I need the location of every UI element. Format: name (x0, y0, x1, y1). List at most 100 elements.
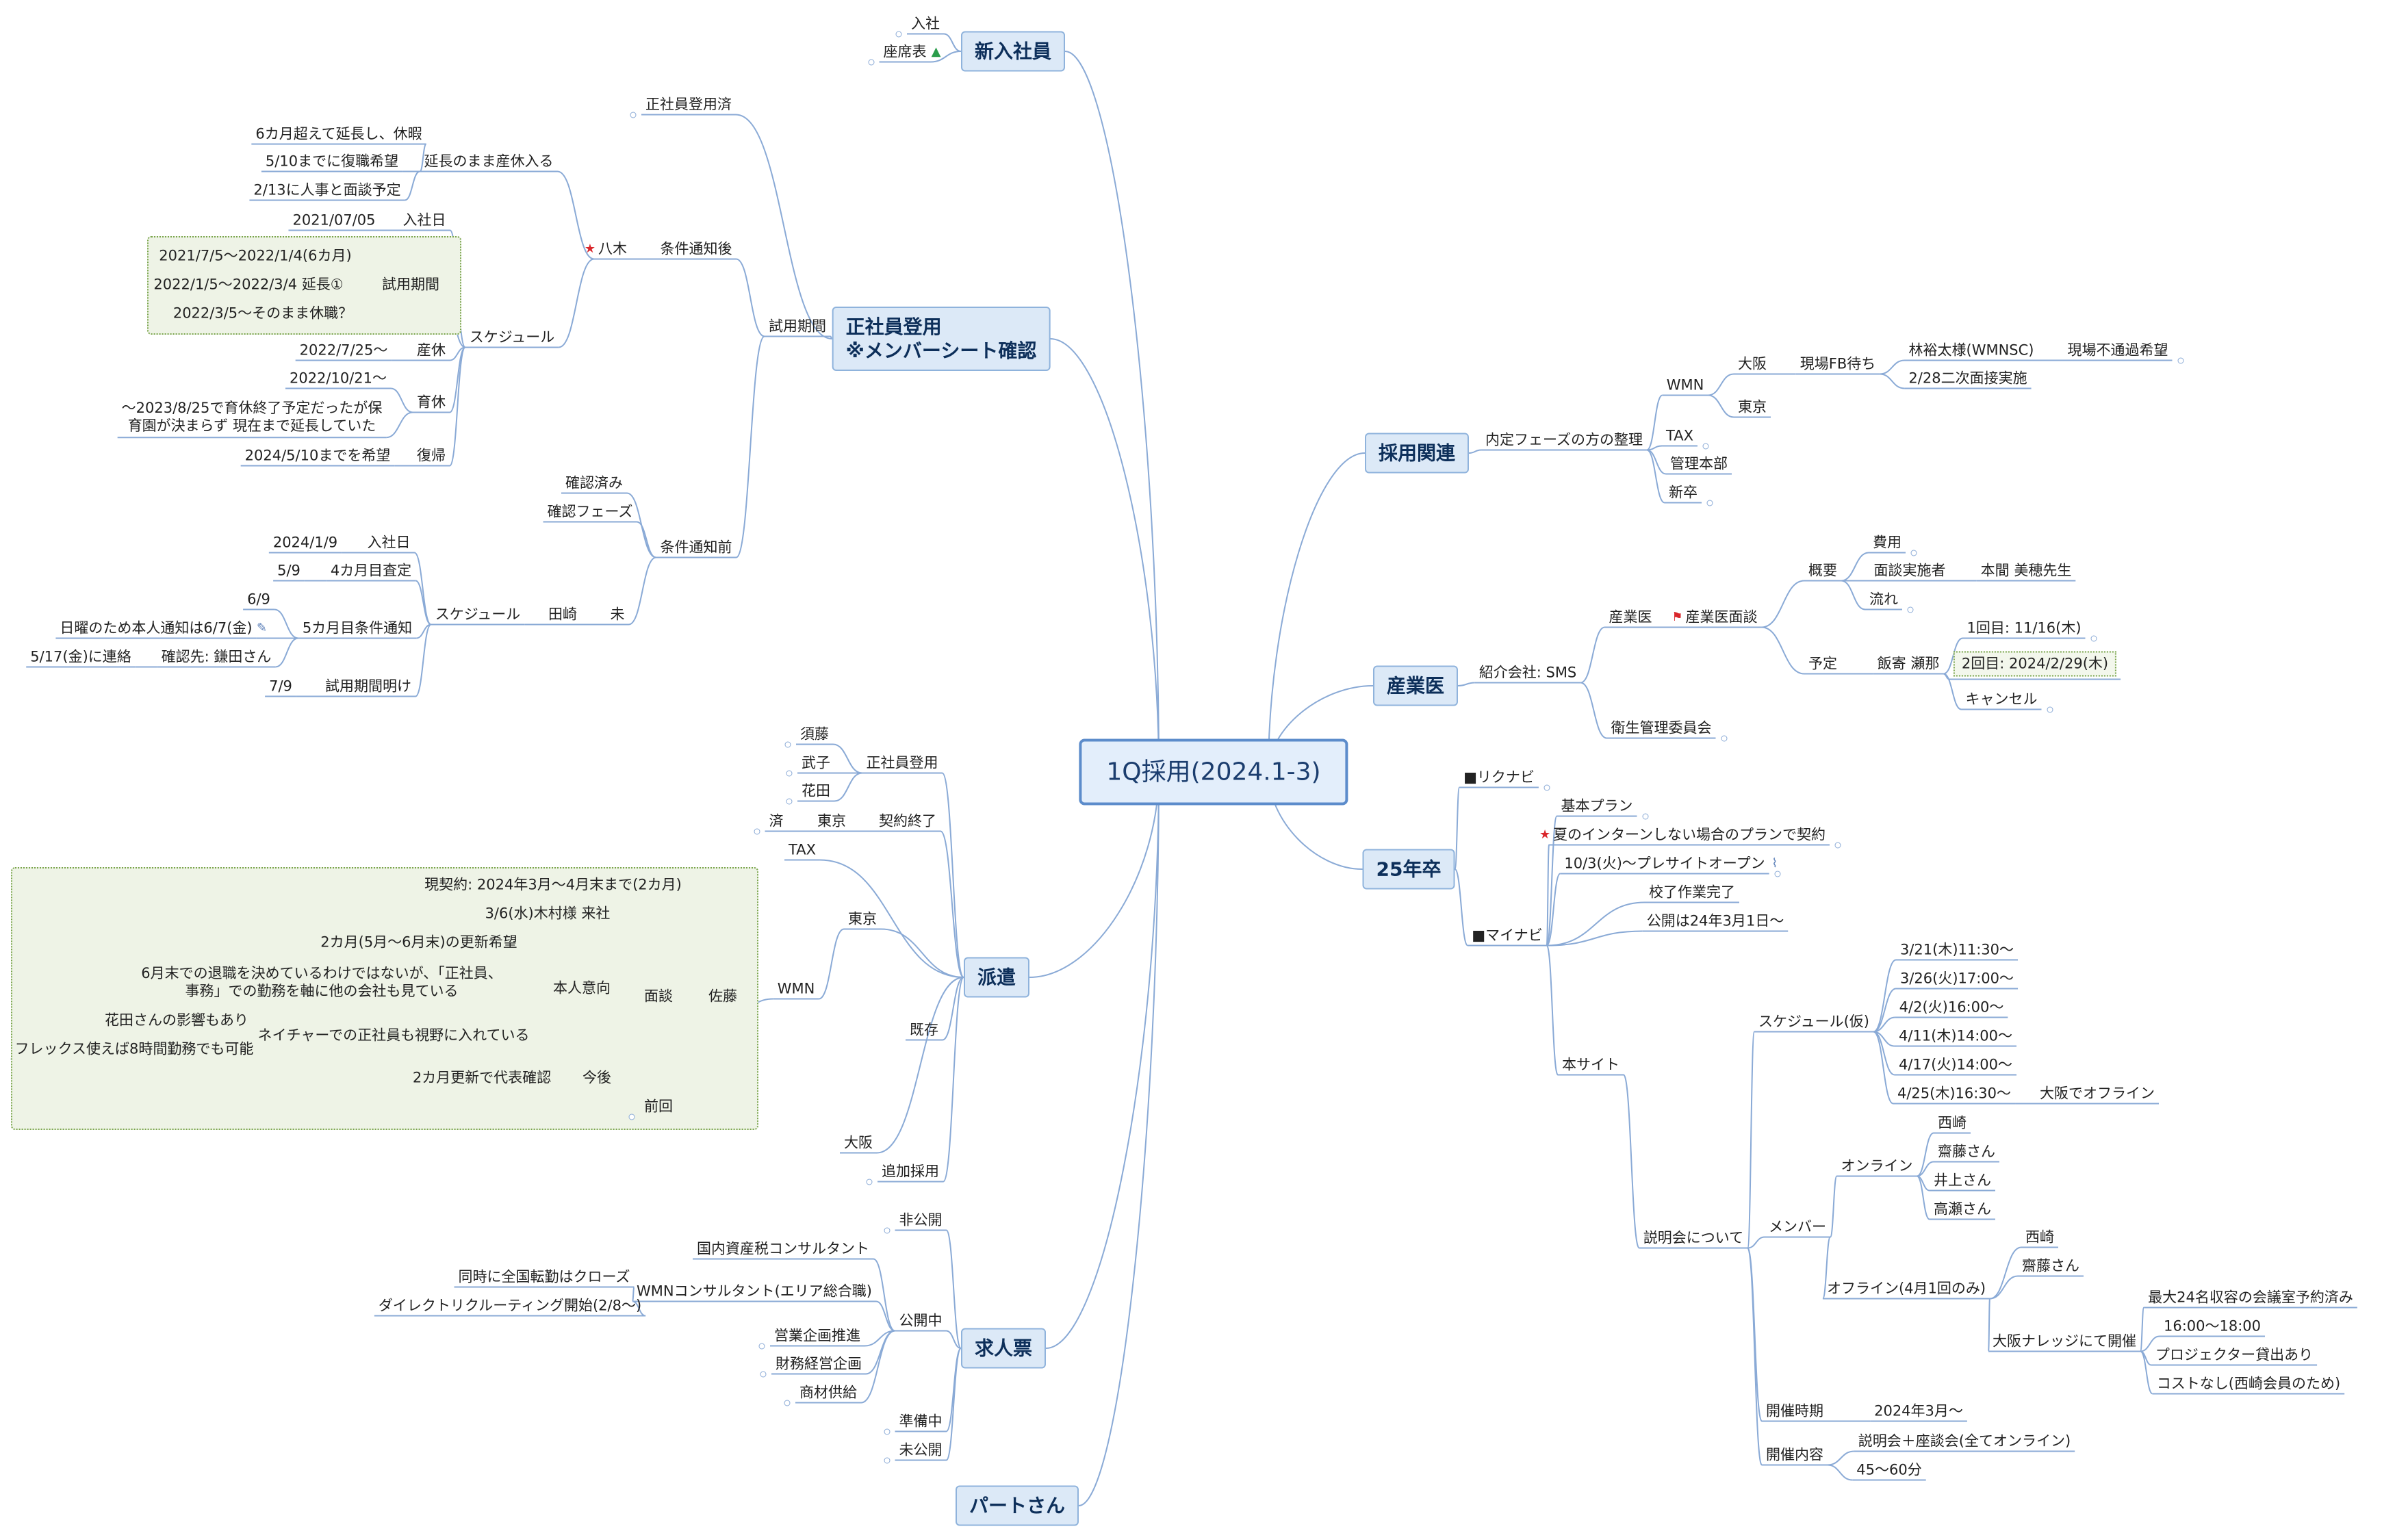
ikukyu-note-item: ～2023/8/25で育休終了予定だったが保 育園が決まらず 現在まで延長してい… (121, 399, 383, 434)
expand-dot[interactable] (866, 1179, 873, 1185)
hikokai-item: 非公開 (899, 1211, 943, 1228)
sudo-item: 須藤 (800, 725, 829, 743)
tasaki-item: 田崎 (548, 606, 577, 623)
d1-item: 3/21(木)11:30～ (1899, 941, 2014, 958)
kaisai-naiyo-item: 開催内容 (1766, 1446, 1823, 1463)
expand-dot[interactable] (884, 1457, 890, 1463)
topic-part[interactable]: パートさん (955, 1485, 1079, 1526)
shokai-item: 紹介会社: SMS (1478, 664, 1577, 681)
max24-item: 最大24名収容の会議室予約済み (2148, 1289, 2353, 1306)
gaiyo-item: 概要 (1808, 562, 1837, 579)
satei-item: 4カ月目査定 (330, 562, 412, 579)
sankyu-date-item: 2022/7/25～ (299, 342, 388, 359)
koushin-item: 2カ月(5月～6月末)の更新希望 (320, 934, 517, 951)
expand-dot[interactable] (786, 798, 793, 804)
expand-dot[interactable] (1907, 606, 1914, 613)
tsuika-item: 追加採用 (882, 1163, 939, 1180)
tax-item: TAX (789, 841, 816, 858)
topic-seishain[interactable]: 正社員登用 ※メンバーシート確認 (832, 307, 1051, 371)
kihon-item: 基本プラン (1561, 797, 1633, 814)
topic-new-hire[interactable]: 新入社員 (960, 31, 1066, 72)
expand-dot[interactable] (628, 1114, 635, 1120)
expand-dot[interactable] (630, 112, 637, 118)
osaka-item: 大阪 (1738, 355, 1767, 372)
expand-dot[interactable] (760, 1371, 767, 1377)
expand-dot[interactable] (868, 59, 874, 65)
topic-kyujin[interactable]: 求人票 (960, 1328, 1047, 1369)
expand-dot[interactable] (1774, 871, 1781, 877)
topic-sangyoi[interactable]: 産業医 (1372, 665, 1459, 706)
expand-dot[interactable] (884, 1428, 890, 1434)
tsuchi-item: 5カ月目条件通知 (302, 619, 413, 636)
expand-dot[interactable] (1834, 842, 1841, 848)
trial2-item: 2022/1/5～2022/3/4 延長① (153, 276, 344, 293)
expand-dot[interactable] (784, 1400, 791, 1406)
cost-item: コストなし(西崎会員のため) (2156, 1375, 2341, 1392)
cancel-item: キャンセル (1965, 691, 2038, 708)
d6-item: 4/25(木)16:30～ (1897, 1085, 2012, 1102)
taishoku-item: 6月末での退職を決めているわけではないが、「正社員、 事務」での勤務を軸に他の会… (141, 964, 502, 999)
expand-dot[interactable] (2090, 635, 2097, 641)
presite-item: 10/3(火)～プレサイトオープン (1564, 855, 1765, 872)
eigyo-item: 営業企画推進 (774, 1327, 860, 1344)
expand-dot[interactable] (2177, 357, 2183, 363)
expand-dot[interactable] (754, 828, 760, 834)
shinsotsu-item: 新卒 (1669, 484, 1698, 501)
kanri-item: 管理本部 (1670, 455, 1728, 472)
nagare-item: 流れ (1869, 591, 1898, 608)
expand-dot[interactable] (1910, 550, 1917, 556)
expand-dot[interactable] (786, 770, 793, 776)
nyushabi-item: 入社日 (402, 211, 446, 229)
expand-dot[interactable] (1702, 443, 1709, 449)
topic-25-sotsu[interactable]: 25年卒 (1362, 849, 1455, 890)
central-topic[interactable]: 1Q採用(2024.1-3) (1079, 738, 1348, 806)
expand-dot[interactable] (1721, 735, 1727, 741)
member-item: メンバー (1769, 1218, 1826, 1235)
expand-dot[interactable] (2047, 706, 2053, 712)
nyusha-item: 入社 (911, 15, 940, 32)
offline-item: オフライン(4月1回のみ) (1826, 1280, 1986, 1297)
expand-dot[interactable] (1706, 500, 1713, 506)
joken-mae-item: 条件通知前 (660, 539, 732, 556)
osaka-item: 大阪 (844, 1134, 873, 1151)
expand-dot[interactable] (758, 1343, 765, 1349)
kikan-ake-item: 試用期間明け (325, 678, 411, 695)
tsuchi-date-item: 6/9 (247, 591, 270, 608)
kosei-item: 校了作業完了 (1649, 884, 1735, 901)
expand-dot[interactable] (784, 741, 791, 747)
yotei-item: 予定 (1808, 655, 1837, 672)
expand-dot[interactable] (884, 1227, 890, 1233)
mendan-yotei-item: 2/13に人事と面談予定 (253, 181, 401, 198)
rikunabi-item: ■リクナビ (1463, 769, 1535, 786)
direct-item: ダイレクトリクルーティング開始(2/8～) (378, 1297, 642, 1314)
expand-dot[interactable] (1544, 784, 1550, 790)
mikokai-item: 未公開 (899, 1441, 943, 1458)
wmn-consul-item: WMNコンサルタント(エリア総合職) (637, 1283, 872, 1300)
takeko-item: 武子 (802, 754, 830, 771)
expand-dot[interactable] (895, 31, 902, 37)
topic-haken[interactable]: 派遣 (963, 957, 1030, 998)
zaimu-item: 財務経営企画 (776, 1355, 862, 1372)
expand-dot[interactable] (1642, 813, 1648, 819)
tokyo2-item: 東京 (848, 910, 877, 927)
naiyo2-item: 45～60分 (1856, 1461, 1922, 1478)
jisshisha-item: 面談実施者 (1873, 562, 1946, 579)
saito2-item: 齋藤さん (2022, 1257, 2079, 1274)
online-item: オンライン (1841, 1157, 1913, 1174)
topic-saiyo[interactable]: 採用関連 (1364, 433, 1470, 474)
hiyo-item: 費用 (1873, 534, 1901, 551)
eisei-item: 衛生管理委員会 (1611, 719, 1712, 736)
google-drive-icon: ▲ (931, 44, 941, 59)
naiyo1-item: 説明会＋座談会(全てオンライン) (1858, 1432, 2071, 1450)
mendan-item: 面談 (644, 988, 673, 1005)
zenkoku-item: 同時に全国転勤はクローズ (458, 1268, 630, 1285)
mynavi-item: ■マイナビ (1472, 927, 1543, 944)
natsu-item: 夏のインターンしない場合のプランで契約 (1553, 826, 1826, 843)
time-item: 16:00～18:00 (2163, 1317, 2262, 1335)
shiyou-kikan-item: 試用期間 (382, 276, 439, 293)
nichiyo-item: 日曜のため本人通知は6/7(金) (60, 619, 253, 636)
kai1-item: 1回目: 11/16(木) (1967, 619, 2082, 636)
iiyose-item: 飯寄 瀬那 (1877, 655, 1940, 672)
flex-item: フレックス使えば8時間勤務でも可能 (14, 1040, 254, 1057)
trial1-item: 2021/7/5～2022/1/4(6カ月) (159, 247, 352, 264)
